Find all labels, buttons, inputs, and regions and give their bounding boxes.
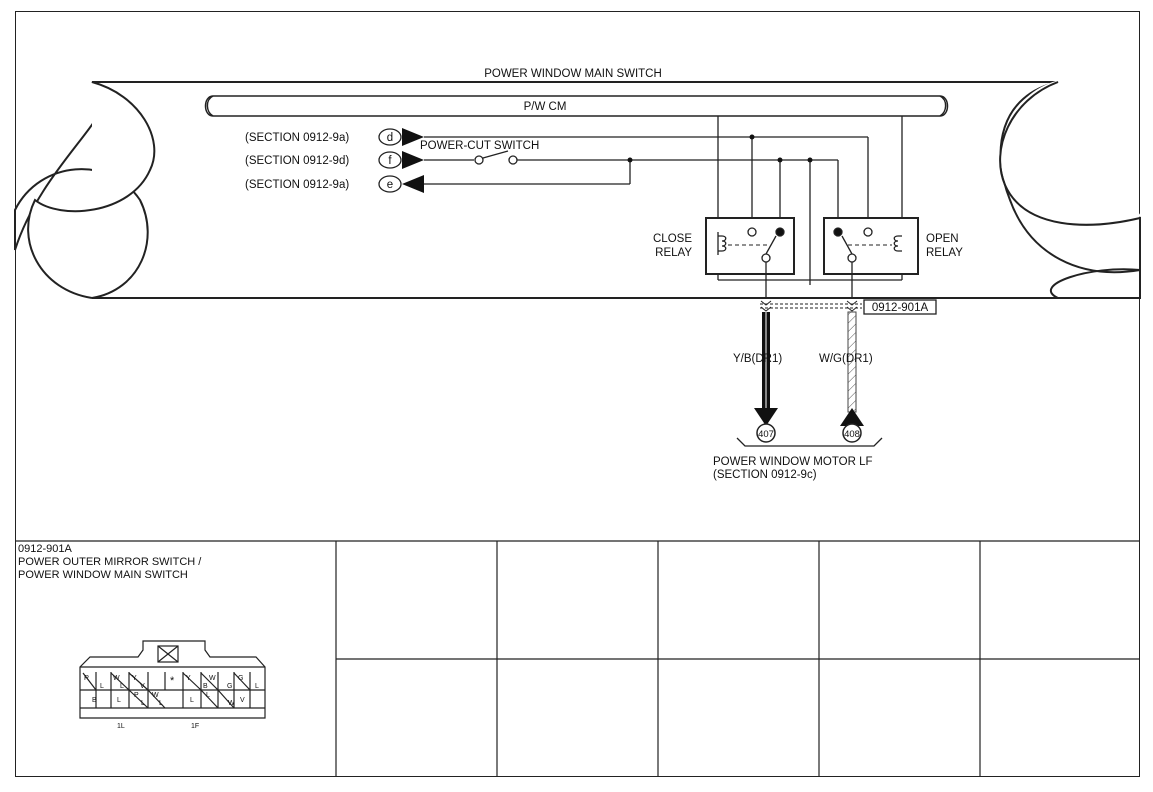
pin-label: L [117,697,121,704]
pin-label: V [240,697,245,704]
pin-label: W [228,700,235,707]
pin-label: L [141,700,145,707]
wire-yb [754,312,778,443]
wire-yb-label: Y/B(DR1) [733,353,782,365]
pin-label: Y [132,675,137,682]
pw-cm-bar [204,95,949,117]
pin-label: W [209,675,216,682]
junction-dots [627,134,813,163]
pin-label: P [134,692,139,699]
open-relay [823,217,919,298]
switch-housing-outline [14,81,1141,299]
motor-label: POWER WINDOW MOTOR LF [713,456,873,468]
terminal-e-letter: e [387,179,393,191]
pin-label: B [203,683,208,690]
drawing-frame [15,11,1140,777]
pin-label: L [255,683,259,690]
pin-label: W [113,675,120,682]
terminal-e-arrow-icon [402,175,424,193]
pin-label: V [140,683,145,690]
pin-label: W [152,692,159,699]
connector-table-grid [15,540,1140,777]
terminal-d-letter: d [387,132,393,144]
terminal-e-row: (SECTION 0912-9a) e [245,175,424,193]
terminal-d-arrow-icon [402,128,424,146]
pin-label: L [190,697,194,704]
terminal-f-arrow-icon [402,151,424,169]
close-relay-label-1: CLOSE [653,233,692,245]
close-relay-label-2: RELAY [655,247,692,259]
pin-mark: 1L [117,723,125,730]
connector-ref-label: 0912-901A [872,302,929,314]
wire-yb-arrow-icon [754,408,778,426]
terminal-408: 408 [844,429,860,440]
pin-label: L [159,700,163,707]
motor-bracket [736,437,883,447]
power-cut-switch-icon [424,150,630,165]
pin-label: L [120,683,124,690]
wire-wg [840,311,864,443]
pin-label: G [238,675,243,682]
power-cut-switch-label: POWER-CUT SWITCH [420,140,539,152]
terminal-e-section: (SECTION 0912-9a) [245,179,349,191]
pin-label: G [227,683,232,690]
open-relay-label-2: RELAY [926,247,963,259]
motor-section: (SECTION 0912-9c) [713,469,817,481]
connector-name-line-1: POWER OUTER MIRROR SWITCH / [18,556,202,568]
terminal-f-section: (SECTION 0912-9d) [245,155,349,167]
terminal-d-row: (SECTION 0912-9a) d [245,128,424,146]
connector-ref-marker [760,299,937,315]
connector-id: 0912-901A [18,543,72,555]
wire-wg-arrow-icon [840,408,864,426]
wire-wg-label: W/G(DR1) [819,353,873,365]
pin-label: B [92,697,97,704]
pin-label: R [84,675,89,682]
pin-mark: 1F [191,723,199,730]
connector-name-line-2: POWER WINDOW MAIN SWITCH [18,569,188,581]
terminal-f-letter: f [388,155,392,167]
close-relay [705,217,795,298]
pin-label: L [100,683,104,690]
terminal-407: 407 [758,429,774,440]
connector-info: 0912-901A POWER OUTER MIRROR SWITCH / PO… [18,543,328,582]
terminal-d-section: (SECTION 0912-9a) [245,132,349,144]
terminal-f-row: (SECTION 0912-9d) f [245,151,424,169]
pin-label: * [170,675,175,687]
connector-face-icon [79,640,266,719]
connector-pin-labels: R L W L Y V * Y B W G G L B L P L W L L … [84,675,259,730]
open-relay-label-1: OPEN [926,233,959,245]
pin-label: L [206,692,210,699]
pin-label: Y [186,675,191,682]
component-title: POWER WINDOW MAIN SWITCH [484,68,662,80]
pw-cm-label: P/W CM [524,101,567,113]
